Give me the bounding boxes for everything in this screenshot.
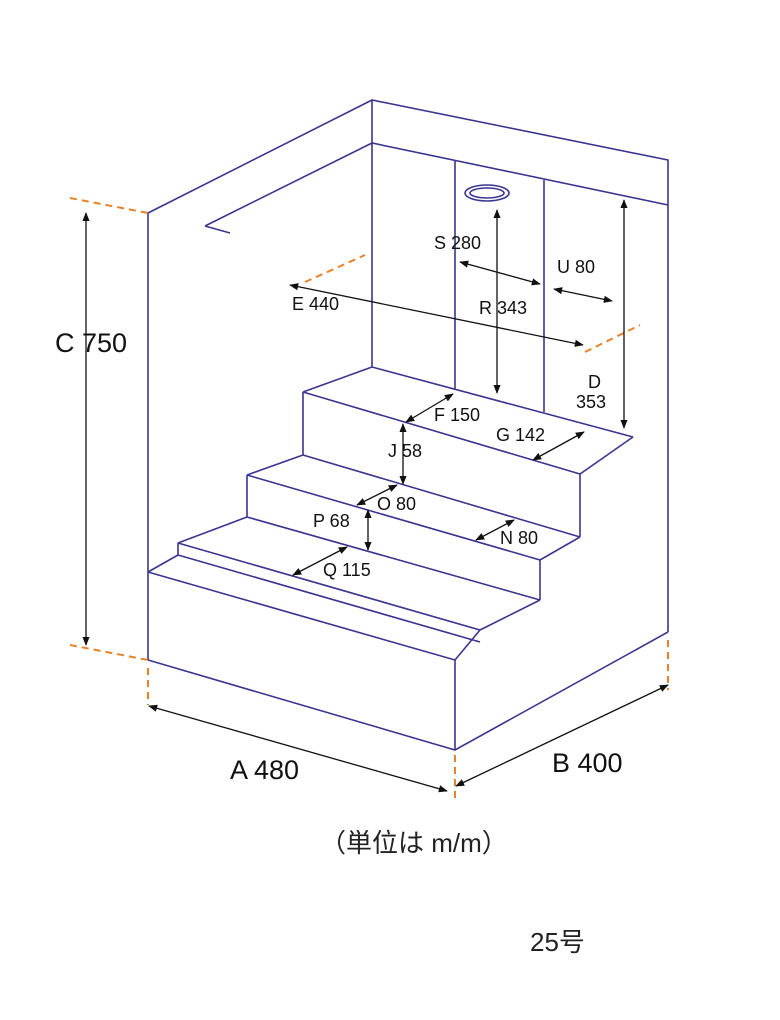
dim-label-s: S 280 (434, 233, 482, 253)
extension-lines (69, 197, 669, 800)
dim-label-a: A 480 (230, 755, 300, 785)
dim-label-q: Q 115 (323, 560, 371, 580)
stair-outline (147, 99, 669, 751)
dim-label-c: C 750 (55, 328, 128, 358)
dim-label-p: P 68 (313, 511, 350, 531)
dim-label-n: N 80 (500, 528, 539, 548)
dim-label-r: R 343 (479, 298, 528, 318)
dim-label-d-value: 353 (576, 392, 607, 412)
dim-label-e: E 440 (292, 294, 340, 314)
unit-note: （単位は m/m） (320, 828, 508, 858)
dim-label-d-letter: D (588, 372, 601, 392)
model-number: 25号 (530, 927, 585, 957)
dim-label-b: B 400 (552, 748, 623, 778)
dimension-arrows (82, 199, 669, 793)
dim-label-f: F 150 (434, 405, 481, 425)
dim-label-o: O 80 (377, 494, 417, 514)
dim-label-g: G 142 (496, 425, 546, 445)
dim-label-j: J 58 (388, 441, 423, 461)
dim-label-u: U 80 (557, 257, 596, 277)
